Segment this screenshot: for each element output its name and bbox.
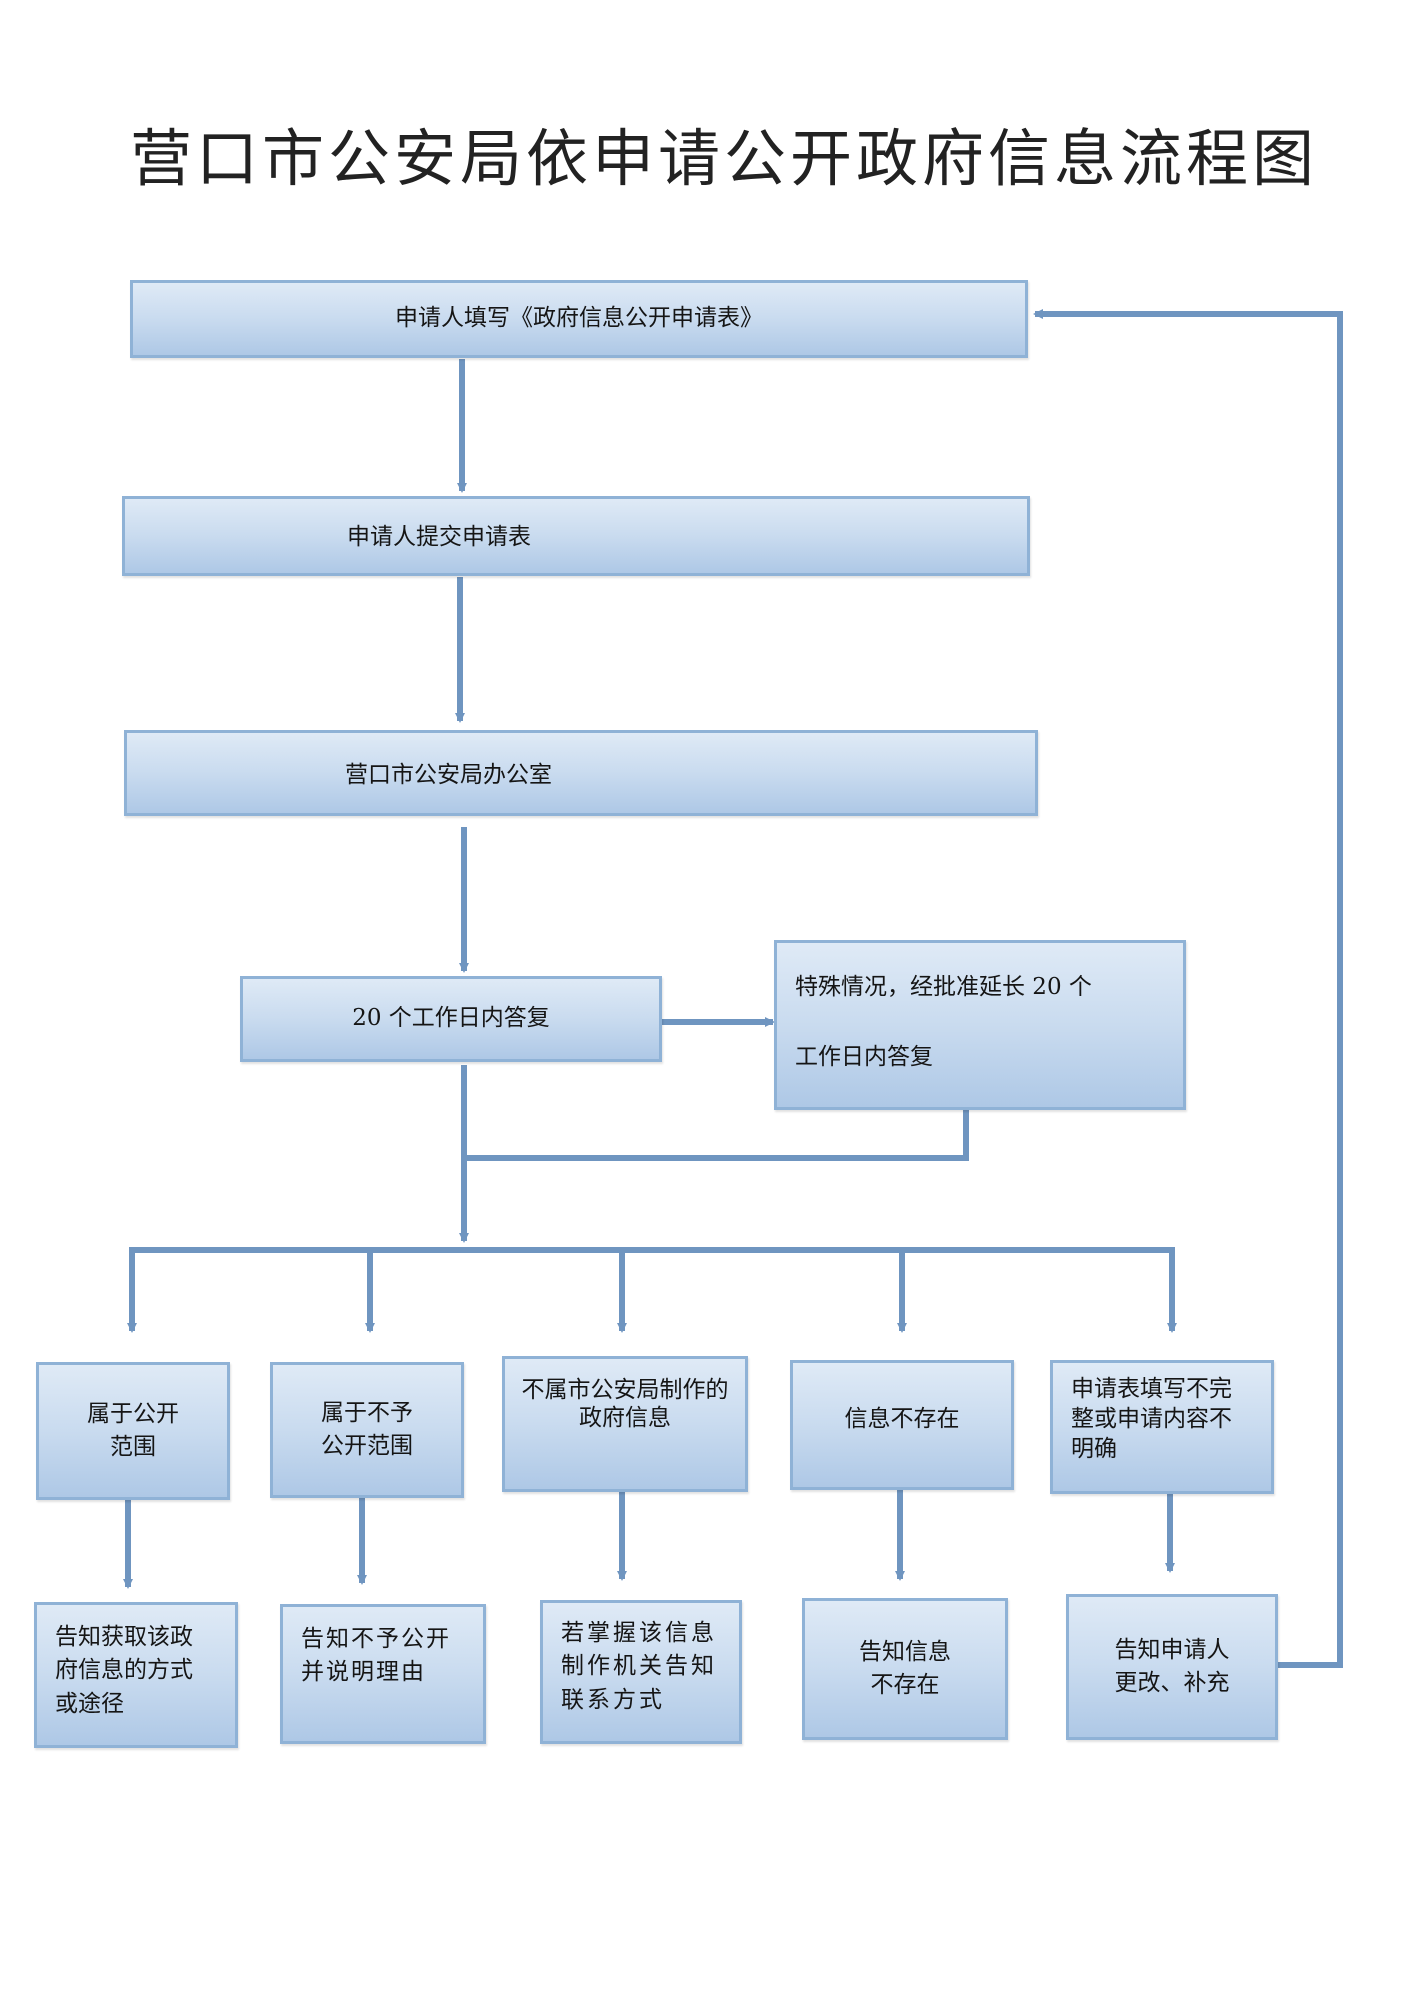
result-label: 若掌握该信息 制作机关告知 联系方式 — [561, 1620, 717, 1713]
category-box-incomplete: 申请表填写不完 整或申请内容不 明确 — [1050, 1360, 1274, 1494]
category-label: 信息不存在 — [844, 1406, 960, 1432]
result-box-incomplete: 告知申请人 更改、补充 — [1066, 1594, 1278, 1740]
result-box-not-produced: 若掌握该信息 制作机关告知 联系方式 — [540, 1600, 742, 1744]
extension-line1: 特殊情况，经批准延长 20 个 — [795, 974, 1092, 1000]
fill-form-label: 申请人填写《政府信息公开申请表》 — [395, 305, 763, 332]
category-box-not-public: 属于不予 公开范围 — [270, 1362, 464, 1498]
category-label: 申请表填写不完 整或申请内容不 明确 — [1071, 1376, 1232, 1462]
office-box: 营口市公安局办公室 — [124, 730, 1038, 816]
extension-merge-line — [461, 1107, 969, 1161]
fill-form-box: 申请人填写《政府信息公开申请表》 — [130, 280, 1028, 358]
category-box-not-exist: 信息不存在 — [790, 1360, 1014, 1490]
result-label: 告知信息 不存在 — [859, 1638, 951, 1698]
category-box-public: 属于公开 范围 — [36, 1362, 230, 1500]
reply-20-days-box: 20 个工作日内答复 — [240, 976, 662, 1062]
category-box-not-produced: 不属市公安局制作的 政府信息 — [502, 1356, 748, 1492]
reply-20-days-label: 20 个工作日内答复 — [352, 1005, 550, 1032]
result-label: 告知不予公开 并说明理由 — [301, 1626, 451, 1686]
page-title: 营口市公安局依申请公开政府信息流程图 — [130, 122, 1319, 195]
result-label: 告知申请人 更改、补充 — [1114, 1636, 1230, 1696]
result-label: 告知获取该政 府信息的方式 或途径 — [55, 1624, 193, 1717]
category-label: 属于公开 范围 — [87, 1400, 179, 1460]
result-box-not-public: 告知不予公开 并说明理由 — [280, 1604, 486, 1744]
submit-box: 申请人提交申请表 — [122, 496, 1030, 576]
result-box-not-exist: 告知信息 不存在 — [802, 1598, 1008, 1740]
extension-line2: 工作日内答复 — [795, 1044, 933, 1070]
result-box-public: 告知获取该政 府信息的方式 或途径 — [34, 1602, 238, 1748]
category-label: 属于不予 公开范围 — [321, 1399, 413, 1459]
category-label: 不属市公安局制作的 政府信息 — [521, 1377, 729, 1431]
office-label: 营口市公安局办公室 — [345, 762, 552, 788]
submit-label: 申请人提交申请表 — [347, 524, 531, 550]
extension-box: 特殊情况，经批准延长 20 个 工作日内答复 — [774, 940, 1186, 1110]
feedback-loop-line — [1273, 311, 1343, 1668]
